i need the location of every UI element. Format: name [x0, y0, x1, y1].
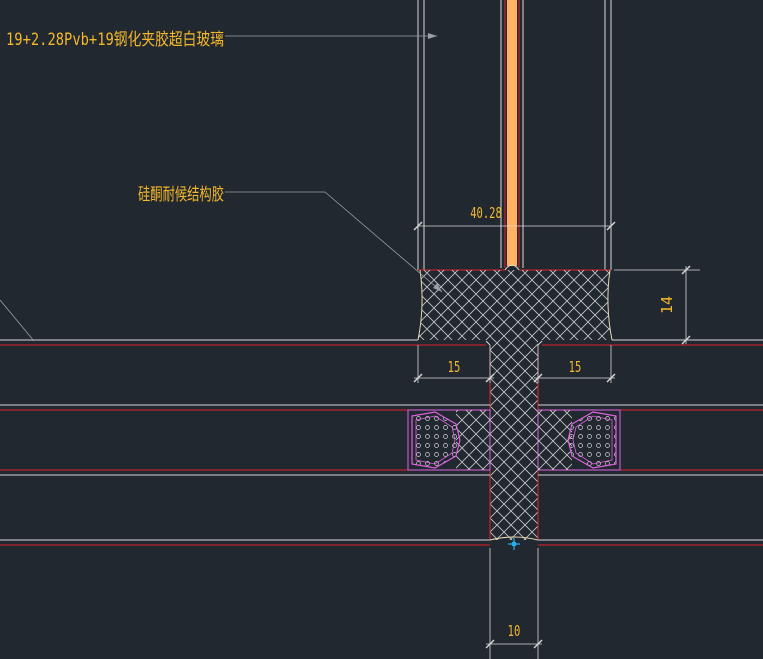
glass-callout-text: 19+2.28Pvb+19钢化夹胶超白玻璃	[6, 30, 224, 50]
sealant-callout-text: 硅酮耐候结构胶	[138, 185, 224, 205]
pvb-interlayer	[507, 0, 517, 266]
glass-leader-line	[225, 33, 437, 39]
joint-height-label: 14	[658, 296, 676, 314]
frame-leader-line	[0, 299, 35, 342]
right-gasket	[537, 409, 621, 471]
dimension-left-gap: 15	[413, 345, 495, 383]
frame-members	[0, 339, 763, 546]
sealant-leader-line	[225, 191, 443, 293]
bottom-extension-lines	[489, 548, 539, 659]
dimension-joint-height: 14	[614, 265, 700, 345]
bottom-width-label: 10	[508, 623, 521, 640]
left-gap-label: 15	[448, 359, 461, 376]
left-gasket	[407, 409, 491, 471]
dimension-glass-width: 40.28	[413, 205, 616, 231]
right-gap-label: 15	[569, 359, 582, 376]
glass-width-label: 40.28	[470, 205, 502, 222]
dimension-right-gap: 15	[533, 345, 616, 383]
dimension-bottom-width: 10	[485, 623, 543, 649]
insertion-point-marker[interactable]	[508, 538, 520, 550]
glass-panel	[417, 0, 612, 271]
